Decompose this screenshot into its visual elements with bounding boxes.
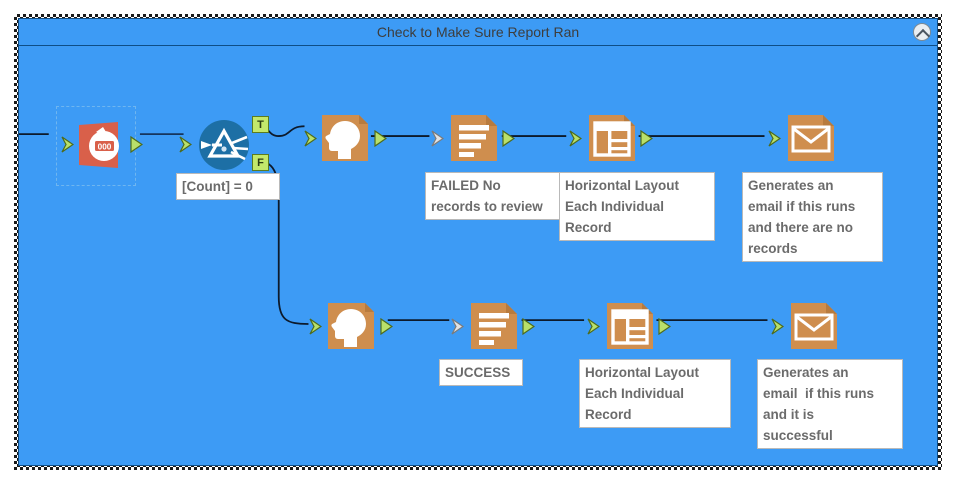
input-anchor-report-text-top[interactable] <box>431 130 444 147</box>
input-anchor-email-top[interactable] <box>768 130 781 147</box>
annotation-layout-top: Horizontal Layout Each Individual Record <box>559 172 715 241</box>
output-anchor-report-text-top[interactable] <box>502 130 515 147</box>
layout-panels-icon <box>607 303 653 349</box>
tool-render-bottom[interactable] <box>325 300 377 352</box>
tool-report-text-bottom[interactable] <box>468 300 520 352</box>
input-anchor-render-bottom[interactable] <box>309 318 322 335</box>
annotation-success: SUCCESS <box>439 359 523 386</box>
output-anchor-count-records[interactable] <box>130 136 143 153</box>
report-text-icon <box>471 303 517 349</box>
input-anchor-layout-top[interactable] <box>569 130 582 147</box>
container-title-bar[interactable]: Check to Make Sure Report Ran <box>19 19 937 46</box>
tool-container-inner: Check to Make Sure Report Ran <box>18 18 938 466</box>
tool-filter[interactable] <box>198 119 250 171</box>
tool-layout-bottom[interactable] <box>604 300 656 352</box>
person-head-icon <box>322 115 368 161</box>
annotation-layout-bottom: Horizontal Layout Each Individual Record <box>579 359 731 428</box>
input-anchor-email-bottom[interactable] <box>771 318 784 335</box>
annotation-filter-expression: [Count] = 0 <box>176 173 280 200</box>
filter-prism-icon <box>199 120 249 170</box>
annotation-failed: FAILED No records to review <box>425 172 561 220</box>
container-body: 000 <box>19 46 937 465</box>
tool-email-bottom[interactable] <box>788 300 840 352</box>
envelope-icon <box>788 115 834 161</box>
count-records-icon: 000 <box>79 122 119 168</box>
container-title-text: Check to Make Sure Report Ran <box>376 24 580 40</box>
output-anchor-layout-top[interactable] <box>640 130 653 147</box>
output-anchor-render-bottom[interactable] <box>380 318 393 335</box>
output-anchor-report-text-bottom[interactable] <box>522 318 535 335</box>
input-anchor-layout-bottom[interactable] <box>587 318 600 335</box>
output-anchor-layout-bottom[interactable] <box>658 318 671 335</box>
tool-count-records[interactable]: 000 <box>74 119 126 171</box>
person-head-icon <box>328 303 374 349</box>
annotation-email-bottom: Generates an email if this runs and it i… <box>757 359 903 449</box>
filter-true-anchor[interactable]: T <box>252 116 269 133</box>
layout-panels-icon <box>589 115 635 161</box>
input-anchor-render-top[interactable] <box>304 130 317 147</box>
chevron-up-icon[interactable] <box>913 23 931 41</box>
svg-text:000: 000 <box>98 142 112 151</box>
envelope-icon <box>791 303 837 349</box>
tool-report-text-top[interactable] <box>448 112 500 164</box>
report-text-icon <box>451 115 497 161</box>
annotation-email-top: Generates an email if this runs and ther… <box>742 172 883 262</box>
input-anchor-count-records[interactable] <box>61 136 74 153</box>
input-anchor-filter[interactable] <box>179 136 192 153</box>
tool-layout-top[interactable] <box>586 112 638 164</box>
tool-render-top[interactable] <box>319 112 371 164</box>
filter-false-anchor[interactable]: F <box>252 154 269 171</box>
input-anchor-report-text-bottom[interactable] <box>451 318 464 335</box>
output-anchor-render-top[interactable] <box>374 130 387 147</box>
tool-container[interactable]: Check to Make Sure Report Ran <box>14 14 942 470</box>
tool-email-top[interactable] <box>785 112 837 164</box>
